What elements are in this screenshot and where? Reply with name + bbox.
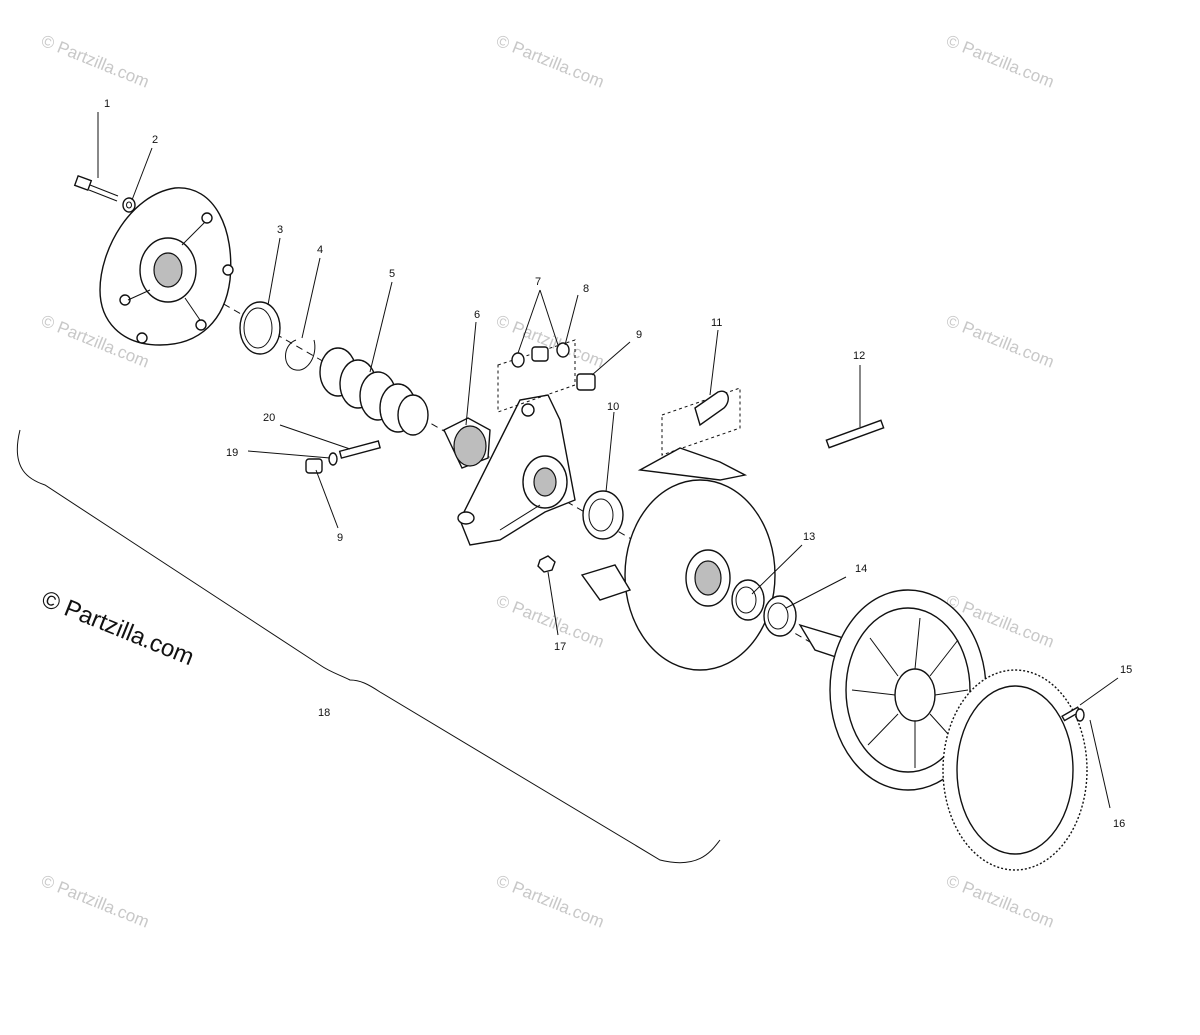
callout-8: 8	[583, 283, 589, 295]
watermark-main: © Partzilla.com	[38, 586, 198, 672]
callout-11: 11	[711, 317, 722, 329]
part-9-roller-lower	[305, 458, 323, 474]
callout-2: 2	[152, 134, 158, 146]
part-6-bushing	[443, 417, 491, 469]
watermark-faint: © Partzilla.com	[494, 31, 607, 92]
part-17-nut	[537, 555, 556, 573]
part-9-roller-upper	[576, 373, 596, 391]
callout-3: 3	[277, 224, 283, 236]
part-20-pin	[338, 440, 381, 459]
part-13-ring	[731, 579, 765, 621]
part-10-washer	[582, 490, 624, 540]
callout-17: 17	[554, 641, 566, 653]
watermark-faint: © Partzilla.com	[494, 871, 607, 932]
part-1-bolt	[73, 175, 119, 202]
callout-13: 13	[803, 531, 815, 543]
part-3-ring	[239, 301, 281, 355]
callout-15: 15	[1120, 664, 1132, 676]
part-7-8-roller-set	[497, 339, 576, 413]
callout-14: 14	[855, 563, 867, 575]
part-5-spring	[319, 347, 429, 436]
callout-19: 19	[226, 447, 238, 459]
part-16-screw	[1061, 706, 1085, 722]
arm-assembly	[457, 394, 576, 546]
part-12-pin	[825, 419, 885, 449]
watermark-faint: © Partzilla.com	[944, 871, 1057, 932]
part-18-bracket	[16, 429, 721, 864]
part-19-spacer	[328, 452, 338, 466]
callout-1: 1	[104, 98, 110, 110]
part-4-snap-ring	[285, 339, 316, 371]
part-15-ring-gear	[942, 669, 1088, 871]
callout-18: 18	[318, 707, 330, 719]
watermark-faint: © Partzilla.com	[39, 871, 152, 932]
callout-9-lower: 9	[337, 532, 343, 544]
watermark-faint: © Partzilla.com	[39, 31, 152, 92]
callout-20: 20	[263, 412, 275, 424]
callout-10: 10	[607, 401, 619, 413]
part-14-ring	[763, 595, 797, 637]
watermark-faint: © Partzilla.com	[494, 591, 607, 652]
part-2-washer	[122, 197, 136, 213]
callout-4: 4	[317, 244, 323, 256]
callout-9-upper: 9	[636, 329, 642, 341]
callout-labels: 1 2 3 4 5 6 7 8 9 10 11 12 20 19 9 13 14…	[104, 98, 1132, 830]
callout-7: 7	[535, 276, 541, 288]
watermark-faint: © Partzilla.com	[944, 31, 1057, 92]
callout-6: 6	[474, 309, 480, 321]
callout-16: 16	[1113, 818, 1125, 830]
part-11-clip	[661, 387, 741, 456]
callout-12: 12	[853, 350, 865, 362]
callout-5: 5	[389, 268, 395, 280]
watermark-faint: © Partzilla.com	[944, 311, 1057, 372]
cover-plate	[99, 187, 234, 346]
leader-lines	[97, 112, 1119, 809]
moveable-sheave	[580, 447, 776, 671]
